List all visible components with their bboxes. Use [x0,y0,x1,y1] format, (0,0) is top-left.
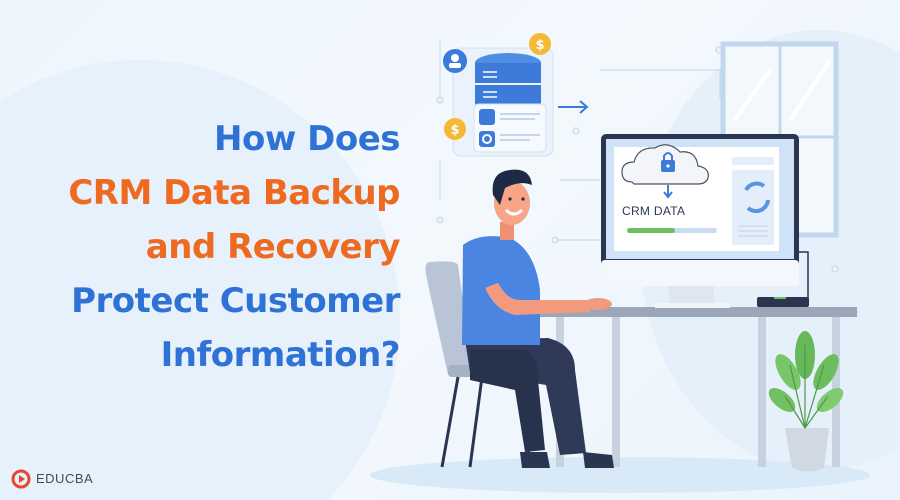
monitor [601,134,809,308]
headline-line-4: Protect Customer [71,281,400,321]
plant-icon [768,331,844,472]
educba-logo-icon [11,469,31,489]
svg-text:$: $ [535,38,544,53]
cloud-lock-icon [621,144,709,199]
headline-line-5: Information? [160,335,401,375]
brand-name: EDUCBA [36,470,94,486]
svg-text:$: $ [450,123,459,138]
dollar-coin-icon: $ $ [444,33,551,140]
arrow-right-icon [558,100,589,114]
headline-line-1: How Does [214,119,400,159]
user-group-icon [479,109,495,125]
monitor-label: CRM DATA [622,204,686,218]
headline-line-3: and Recovery [145,227,401,267]
database-card [452,47,554,157]
sync-icon [744,181,770,214]
settings-gear-icon [479,131,495,147]
logo-mark-spacer [12,469,30,487]
router-device [757,297,809,307]
headline-line-2: CRM Data Backup [68,173,400,213]
brand-logo[interactable]: EDUCBA [12,469,93,487]
progress-bar [627,228,675,233]
headline: How Does CRM Data Backup and Recovery Pr… [30,112,400,382]
circuit-lines [436,40,839,273]
person [462,169,614,468]
